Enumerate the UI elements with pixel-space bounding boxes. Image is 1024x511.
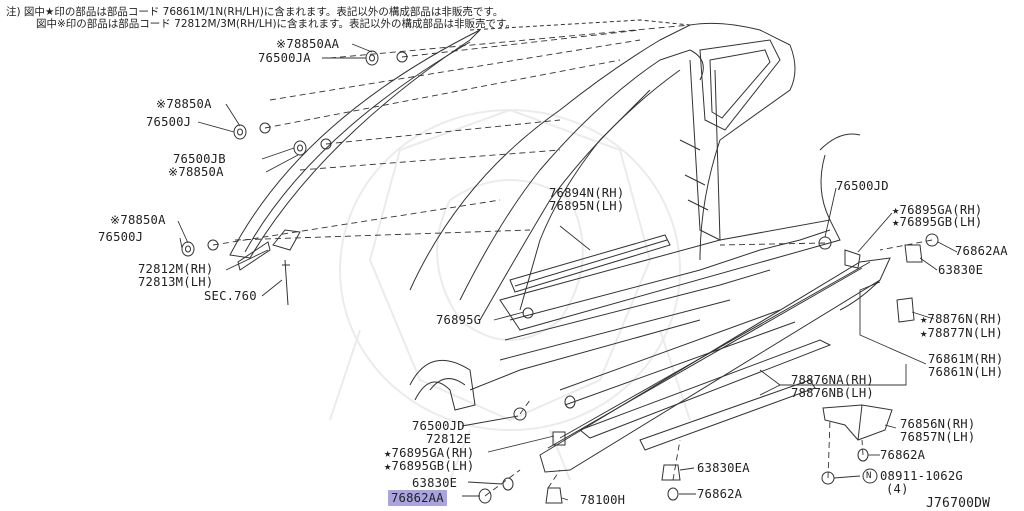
diagram-id: J76700DW xyxy=(926,496,991,511)
label-76857n: 76857N(LH) xyxy=(900,430,976,444)
label-63830e-2: 63830E xyxy=(412,476,458,490)
label-76500j-2: 76500J xyxy=(98,230,144,244)
label-76895g: 76895G xyxy=(436,313,482,327)
label-76895n: 76895N(LH) xyxy=(549,199,625,213)
label-78876n: ★78876N(RH) xyxy=(920,312,1003,326)
note-line-1: 注) 図中★印の部品は部品コード 76861M/1N(RH/LH)に含まれます。… xyxy=(6,6,504,18)
label-76862a-1: 76862A xyxy=(697,487,743,501)
label-76500jb: 76500JB xyxy=(173,152,226,166)
label-78850aa: ※78850AA xyxy=(276,37,340,51)
label-76500j-1: 76500J xyxy=(146,115,192,129)
label-72813m: 72813M(LH) xyxy=(138,275,214,289)
label-76500ja: 76500JA xyxy=(258,51,311,65)
circled-n: N xyxy=(866,471,872,481)
label-72812e: 72812E xyxy=(426,432,472,446)
label-76861m: 76861M(RH) xyxy=(928,352,1004,366)
label-63830e-1: 63830E xyxy=(938,263,984,277)
label-76895gb-2: ★76895GB(LH) xyxy=(384,459,475,473)
label-78876nb: 78876NB(LH) xyxy=(791,386,874,400)
label-76895ga-2: ★76895GA(RH) xyxy=(384,446,475,460)
label-76861n: 76861N(LH) xyxy=(928,365,1004,379)
label-76856n: 76856N(RH) xyxy=(900,417,976,431)
label-78850a-3: ※78850A xyxy=(110,213,166,227)
label-08911-qty: (4) xyxy=(886,482,909,496)
label-72812m: 72812M(RH) xyxy=(138,262,214,276)
label-78850a-1: ※78850A xyxy=(156,97,212,111)
label-sec760: SEC.760 xyxy=(204,289,257,303)
label-08911: 08911-1062G xyxy=(880,469,963,483)
label-76895gb-1: ★76895GB(LH) xyxy=(892,215,983,229)
label-76500jd-1: 76500JD xyxy=(836,179,889,193)
label-63830ea: 63830EA xyxy=(697,461,750,475)
label-76895ga-1: ★76895GA(RH) xyxy=(892,203,983,217)
label-76894n: 76894N(RH) xyxy=(549,186,625,200)
note-line-2: 図中※印の部品は部品コード 72812M/3M(RH/LH)に含まれます。表記以… xyxy=(36,18,516,30)
label-78850a-2: ※78850A xyxy=(168,165,224,179)
highlighted-part[interactable]: 76862AA xyxy=(388,490,447,506)
label-78100h: 78100H xyxy=(580,493,626,507)
label-76862a-2: 76862A xyxy=(880,448,926,462)
label-76862aa-1: 76862AA xyxy=(955,244,1008,258)
label-76500jd-2: 76500JD xyxy=(412,419,465,433)
label-76862aa-2: 76862AA xyxy=(388,490,447,506)
label-78877n: ★78877N(LH) xyxy=(920,326,1003,340)
label-78876na: 78876NA(RH) xyxy=(791,373,874,387)
